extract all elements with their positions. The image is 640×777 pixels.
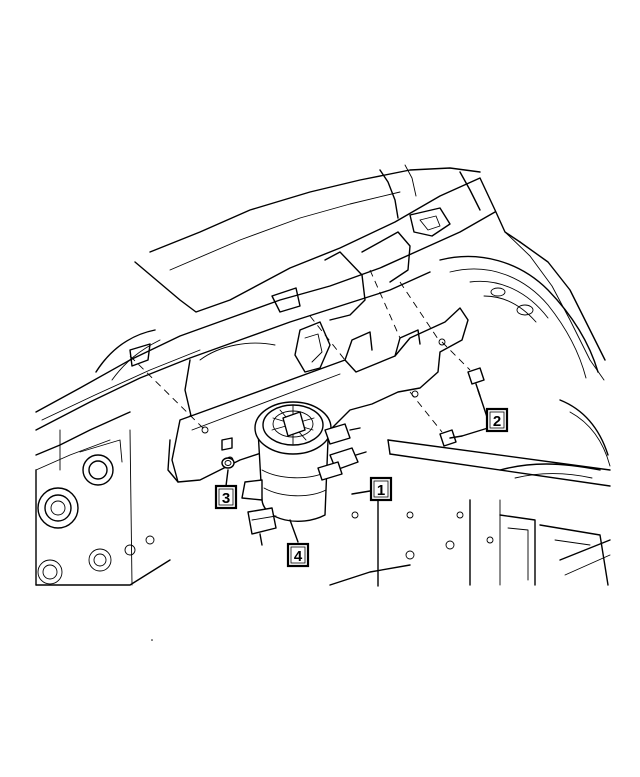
bolt-upper [467, 367, 485, 397]
cowl-panel [35, 164, 606, 471]
bolt-lower [439, 429, 463, 447]
callout-1-label: 1 [377, 482, 385, 499]
lower-frame [329, 439, 611, 586]
callout-2-label: 2 [493, 413, 501, 430]
fuel-filter-assembly [241, 401, 367, 546]
speck-mark [151, 639, 153, 641]
nut-left [221, 457, 235, 469]
callout-3-label: 3 [222, 490, 230, 507]
callout-4: 4 [286, 542, 310, 568]
left-frame-rail [35, 429, 171, 586]
alignment-lines [129, 269, 471, 433]
mounting-bracket [167, 307, 469, 483]
callout-4-label: 4 [294, 548, 303, 565]
stud-left [221, 437, 233, 451]
callout-3: 3 [214, 484, 238, 510]
callout-1: 1 [369, 476, 393, 502]
callout-2: 2 [485, 407, 509, 433]
right-wheel-well [439, 255, 611, 467]
